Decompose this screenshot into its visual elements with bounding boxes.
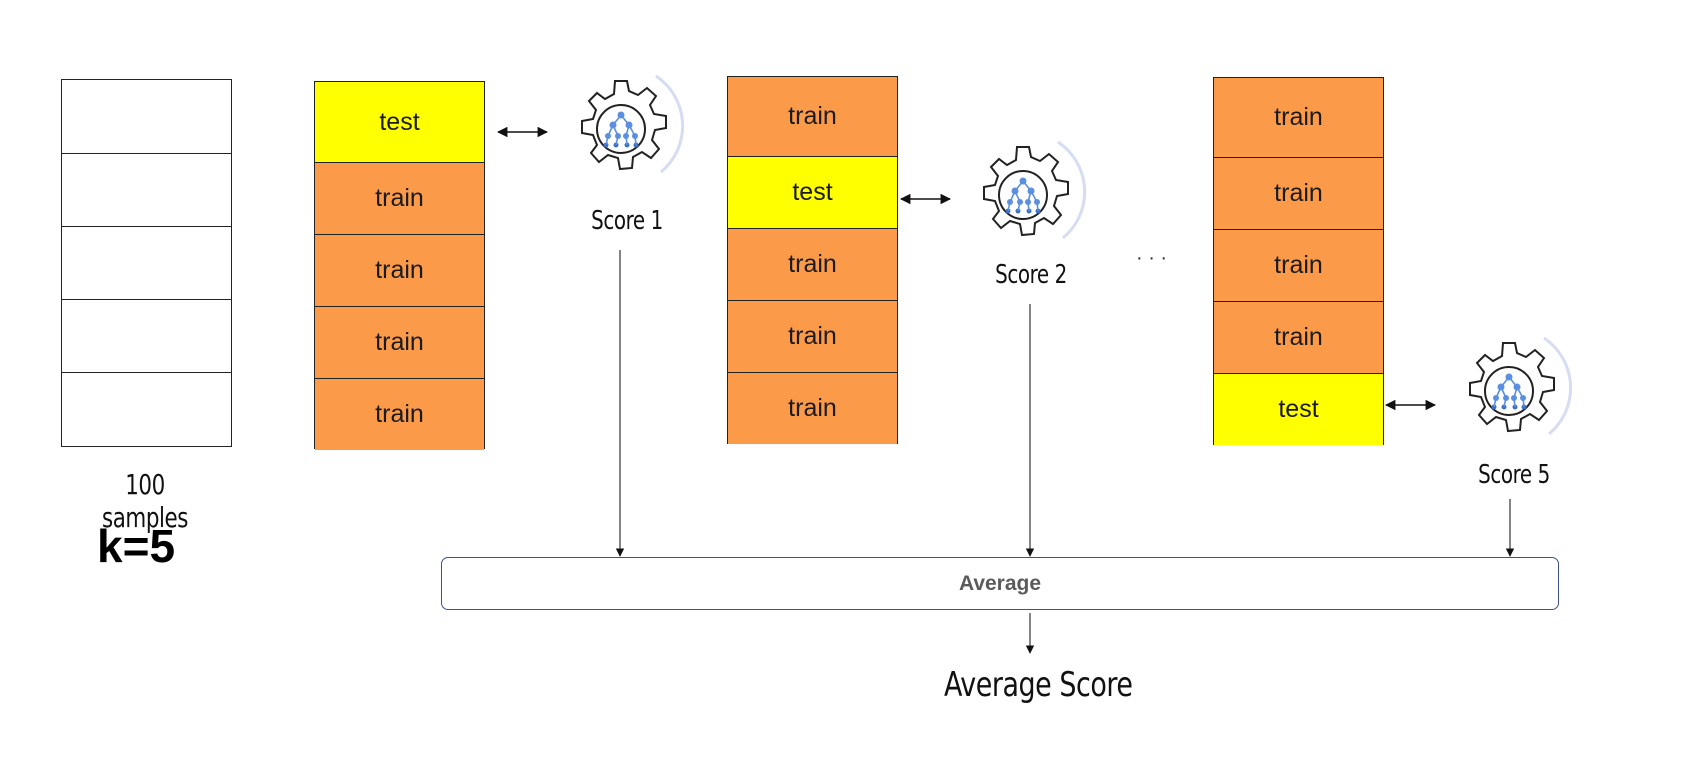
fold-cell: train [728,228,897,300]
fold-cell: train [728,372,897,444]
model-gear-icon-5 [1469,336,1573,436]
dataset-cell [62,153,231,226]
fold-cell: test [315,82,484,162]
fold-cell: train [728,300,897,372]
fold-stack-5: train train train train test [1213,77,1384,445]
fold-cell: train [1214,301,1383,373]
dataset-stack [61,79,232,447]
fold-cell: train [315,378,484,450]
fold-cell: test [728,156,897,228]
fold-stack-2: train test train train train [727,76,898,444]
dataset-cell [62,226,231,299]
fold-cell: train [1214,157,1383,229]
fold-cell: train [1214,78,1383,157]
dataset-cell [62,80,231,153]
fold-cell: train [315,234,484,306]
score-label-2: Score 2 [995,260,1067,290]
fold-cell: train [315,162,484,234]
model-gear-icon-1 [581,74,685,174]
dataset-cell [62,372,231,445]
fold-stack-1: test train train train train [314,81,485,450]
average-box: Average [441,557,1559,610]
score-label-1: Score 1 [591,206,663,236]
average-score-label: Average Score [944,665,1133,705]
ellipsis: · · · [1136,247,1168,269]
fold-cell: test [1214,373,1383,445]
score-label-5: Score 5 [1478,460,1550,490]
k-label: k=5 [97,520,176,572]
fold-cell: train [315,306,484,378]
fold-cell: train [728,77,897,156]
model-gear-icon-2 [983,140,1087,240]
dataset-cell [62,299,231,372]
fold-cell: train [1214,229,1383,301]
dataset-caption: 100 samples [101,468,189,534]
